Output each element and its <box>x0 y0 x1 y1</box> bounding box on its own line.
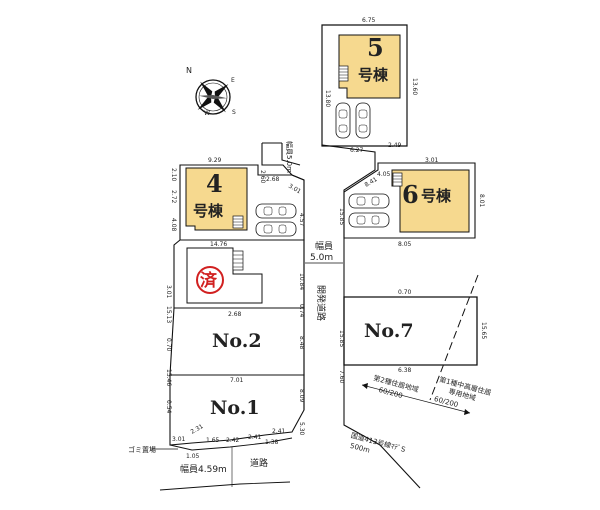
lot-4: 4 号棟 9.29 2.10 2.72 4.08 2.60 2.68 3.01 … <box>170 157 305 248</box>
dim: 5.30 <box>298 422 305 436</box>
dim: 15.65 <box>480 322 487 339</box>
building-5-kana: 号棟 <box>358 66 389 84</box>
building-4-footprint <box>185 167 248 231</box>
dim: 4.57 <box>298 213 305 227</box>
dim: 0.70 <box>398 289 412 296</box>
stairs-icon <box>232 215 244 229</box>
building-4-number: 4 <box>206 169 223 198</box>
dim: 13.60 <box>411 78 418 95</box>
lot-no7: No.7 0.70 15.85 6.38 15.65 7.60 <box>338 289 487 384</box>
stairs-icon <box>338 65 349 82</box>
dim: 1.38 <box>265 439 279 446</box>
dim: 2.49 <box>388 142 402 149</box>
dim: 4.05 <box>377 171 391 178</box>
car-icon <box>255 221 297 237</box>
stairs-icon <box>232 250 244 271</box>
dim: 2.10 <box>170 168 177 182</box>
car-icon <box>355 102 371 139</box>
car-icon <box>255 203 297 219</box>
dim: 15.46 <box>165 369 172 386</box>
dim: 7.60 <box>338 370 345 384</box>
dim: 6.75 <box>362 17 376 24</box>
dim: 8.01 <box>478 194 485 208</box>
car-icon <box>335 102 351 139</box>
lot-sold: 済 3.01 10.84 2.68 <box>165 239 305 318</box>
dim: 3.01 <box>172 436 186 443</box>
dim: 3.01 <box>425 157 439 164</box>
dim: 3.01 <box>287 183 302 196</box>
lot-5: 5 号棟 6.75 13.80 13.60 6.27 2.49 <box>321 17 418 154</box>
development-road <box>261 142 421 489</box>
building-6-number: 6 <box>402 180 419 209</box>
compass-icon: N E S W <box>186 66 236 117</box>
bottom-road-label: 道路 <box>250 457 268 469</box>
dim: 2.68 <box>266 176 280 183</box>
dim: 0.70 <box>165 338 172 352</box>
compass-n: N <box>186 66 192 75</box>
garbage-area: ゴミ置場 <box>128 445 178 454</box>
dim: 2.41 <box>272 428 286 435</box>
dim: 2.42 <box>226 437 240 444</box>
bottom-road-width: 幅員4.59m <box>180 463 227 475</box>
dim: 14.76 <box>210 241 227 248</box>
dim: 15.85 <box>338 330 345 347</box>
car-icon <box>348 193 390 209</box>
dim: 8.48 <box>298 336 305 350</box>
dev-road-width-label: 幅員 <box>315 240 333 252</box>
compass-w: W <box>204 110 210 117</box>
dim: 2.41 <box>248 434 262 441</box>
dev-road-width-value: 5.0m <box>310 253 333 263</box>
building-4-kana: 号棟 <box>193 202 224 220</box>
route-note: 国道413号線ﾏﾃﾞS 500m <box>349 431 407 455</box>
dim: 2.68 <box>228 311 242 318</box>
dim: 0.54 <box>165 400 172 414</box>
dim: 1.05 <box>186 453 200 460</box>
dim: 6.27 <box>350 147 364 154</box>
road-width-top: 幅員5.0m <box>285 141 294 173</box>
building-6-kana: 号棟 <box>421 187 452 205</box>
lot-6: 6 号棟 3.01 4.05 8.41 15.85 8.01 8.05 <box>338 157 485 248</box>
dim: 0.74 <box>298 304 305 318</box>
building-5-footprint <box>338 34 401 99</box>
dim: 7.01 <box>230 377 244 384</box>
sold-mark: 済 <box>200 270 218 291</box>
lot-no1-label: No.1 <box>210 397 260 419</box>
stairs-icon <box>392 172 403 187</box>
lot-no7-label: No.7 <box>364 320 414 342</box>
lot-no2-label: No.2 <box>212 330 262 352</box>
garbage-label: ゴミ置場 <box>128 445 156 454</box>
dim: 3.01 <box>165 285 172 299</box>
dim: 2.60 <box>259 170 266 184</box>
sold-stamp-icon <box>196 266 224 294</box>
compass-e: E <box>231 77 235 84</box>
zoning-boundary <box>429 274 479 401</box>
car-icon <box>348 212 390 228</box>
dim: 13.80 <box>324 90 331 107</box>
dim: 1.65 <box>206 437 220 444</box>
dim: 2.72 <box>170 190 177 204</box>
dim: 10.84 <box>298 273 305 290</box>
dim: 15.13 <box>165 306 172 323</box>
lot-no1: No.1 15.46 0.54 8.09 5.30 3.01 2.31 1.65… <box>165 369 305 460</box>
dim: 8.09 <box>298 389 305 403</box>
building-5-number: 5 <box>367 33 384 62</box>
dev-road-label: 開発道路 <box>315 285 327 321</box>
dim: 9.29 <box>208 157 222 164</box>
bottom-road: 道路 幅員4.59m <box>159 437 293 491</box>
zoning-arrow <box>361 384 471 414</box>
dim: 2.31 <box>190 423 205 436</box>
compass-s: S <box>232 109 236 116</box>
dim: 8.05 <box>398 241 412 248</box>
dim: 15.85 <box>338 208 345 225</box>
building-6-footprint <box>391 169 470 233</box>
dim: 6.38 <box>398 367 412 374</box>
dim: 4.08 <box>170 218 177 232</box>
